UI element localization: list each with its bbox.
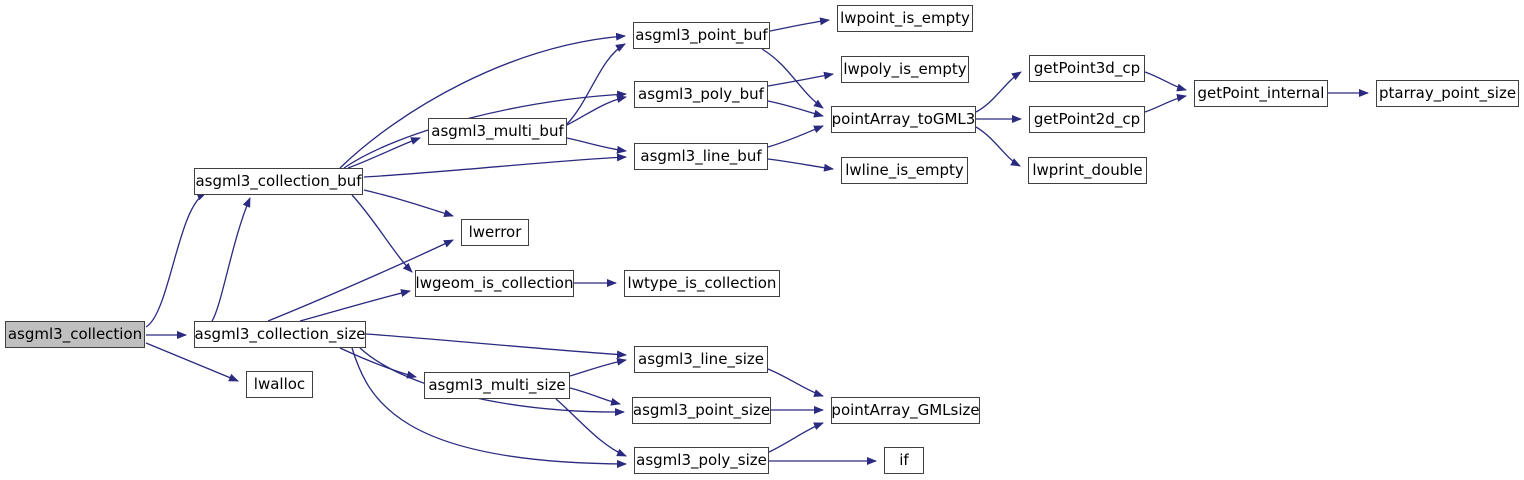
graph-node-lwtype_is_collection[interactable]: lwtype_is_collection xyxy=(624,270,780,297)
graph-node-asgml3_point_buf[interactable]: asgml3_point_buf xyxy=(633,22,770,49)
graph-node-asgml3_collection_size[interactable]: asgml3_collection_size xyxy=(194,321,366,348)
call-edge xyxy=(339,32,626,169)
call-edge xyxy=(767,71,834,87)
graph-node-label: lwpoint_is_empty xyxy=(840,9,970,27)
graph-node-asgml3_collection[interactable]: asgml3_collection xyxy=(5,321,145,348)
call-edge xyxy=(351,194,413,273)
call-edge xyxy=(145,192,207,328)
graph-node-label: asgml3_point_size xyxy=(632,401,771,419)
call-edge xyxy=(768,422,824,453)
graph-node-asgml3_poly_size[interactable]: asgml3_poly_size xyxy=(634,447,769,474)
call-edge xyxy=(1144,71,1187,92)
graph-node-label: asgml3_collection_size xyxy=(194,325,366,343)
graph-node-asgml3_collection_buf[interactable]: asgml3_collection_buf xyxy=(194,168,363,195)
graph-node-label: lwerror xyxy=(468,223,522,241)
graph-node-asgml3_poly_buf[interactable]: asgml3_poly_buf xyxy=(634,81,768,108)
call-edge xyxy=(347,137,421,169)
call-edge xyxy=(975,71,1022,113)
graph-node-label: ptarray_point_size xyxy=(1378,84,1517,102)
call-edge xyxy=(761,48,824,109)
graph-node-lwerror[interactable]: lwerror xyxy=(461,219,529,246)
graph-node-label: asgml3_line_buf xyxy=(640,147,762,165)
graph-node-asgml3_line_buf[interactable]: asgml3_line_buf xyxy=(634,143,768,170)
call-edge xyxy=(145,342,239,382)
graph-node-label: asgml3_point_buf xyxy=(635,26,768,44)
call-edge xyxy=(566,95,627,126)
call-edge xyxy=(767,100,824,118)
call-edge xyxy=(569,357,627,377)
graph-node-label: pointArray_toGML3 xyxy=(831,110,976,128)
graph-node-if[interactable]: if xyxy=(884,447,924,474)
graph-node-label: asgml3_multi_buf xyxy=(431,122,564,140)
graph-node-asgml3_multi_buf[interactable]: asgml3_multi_buf xyxy=(428,118,567,145)
graph-node-getPoint3d_cp[interactable]: getPoint3d_cp xyxy=(1029,55,1145,82)
graph-node-label: lwalloc xyxy=(253,375,306,393)
call-edge xyxy=(299,289,411,322)
graph-node-lwpoint_is_empty[interactable]: lwpoint_is_empty xyxy=(837,5,973,32)
graph-node-lwline_is_empty[interactable]: lwline_is_empty xyxy=(841,157,968,184)
graph-node-label: lwline_is_empty xyxy=(845,161,964,179)
call-edge xyxy=(769,17,830,32)
call-edge xyxy=(767,125,824,148)
graph-node-pointArray_toGML3[interactable]: pointArray_toGML3 xyxy=(831,106,976,133)
graph-node-getPoint2d_cp[interactable]: getPoint2d_cp xyxy=(1029,106,1145,133)
call-edge xyxy=(363,189,454,218)
graph-node-label: lwprint_double xyxy=(1032,161,1143,179)
graph-node-asgml3_multi_size[interactable]: asgml3_multi_size xyxy=(424,372,570,399)
graph-node-asgml3_line_size[interactable]: asgml3_line_size xyxy=(634,346,768,373)
call-edge xyxy=(339,347,417,379)
call-edge xyxy=(566,137,627,154)
call-edge xyxy=(365,333,627,359)
graph-node-ptarray_point_size[interactable]: ptarray_point_size xyxy=(1376,80,1519,107)
call-edge xyxy=(566,43,626,125)
graph-node-pointArray_GMLsize[interactable]: pointArray_GMLsize xyxy=(831,397,980,424)
graph-node-label: asgml3_collection xyxy=(7,325,143,343)
call-edge xyxy=(569,387,621,406)
call-edge xyxy=(767,368,824,397)
graph-node-label: lwtype_is_collection xyxy=(627,274,777,292)
call-edge xyxy=(211,197,251,322)
graph-node-getPoint_internal[interactable]: getPoint_internal xyxy=(1194,80,1328,107)
call-edge xyxy=(363,153,627,178)
graph-node-label: getPoint_internal xyxy=(1197,84,1325,102)
graph-node-label: if xyxy=(899,451,909,469)
call-edge xyxy=(351,347,627,468)
graph-node-label: lwpoly_is_empty xyxy=(843,60,967,78)
call-edge xyxy=(975,126,1021,167)
graph-node-label: asgml3_line_size xyxy=(638,350,765,368)
call-edge xyxy=(555,398,627,457)
call-edge xyxy=(767,158,834,172)
graph-node-label: lwgeom_is_collection xyxy=(415,274,574,292)
graph-node-label: getPoint2d_cp xyxy=(1033,110,1141,128)
graph-node-lwalloc[interactable]: lwalloc xyxy=(246,371,313,398)
graph-node-asgml3_point_size[interactable]: asgml3_point_size xyxy=(632,397,771,424)
graph-node-label: asgml3_multi_size xyxy=(428,376,566,394)
graph-node-label: asgml3_collection_buf xyxy=(195,172,362,190)
call-edge xyxy=(267,239,454,322)
graph-node-lwpoly_is_empty[interactable]: lwpoly_is_empty xyxy=(841,56,969,83)
call-edge xyxy=(1144,93,1187,113)
graph-node-label: pointArray_GMLsize xyxy=(831,401,980,419)
graph-node-lwgeom_is_collection[interactable]: lwgeom_is_collection xyxy=(415,270,574,297)
graph-node-label: getPoint3d_cp xyxy=(1033,59,1141,77)
graph-node-label: asgml3_poly_buf xyxy=(638,85,764,103)
graph-node-label: asgml3_poly_size xyxy=(636,451,767,469)
graph-node-lwprint_double[interactable]: lwprint_double xyxy=(1028,157,1147,184)
